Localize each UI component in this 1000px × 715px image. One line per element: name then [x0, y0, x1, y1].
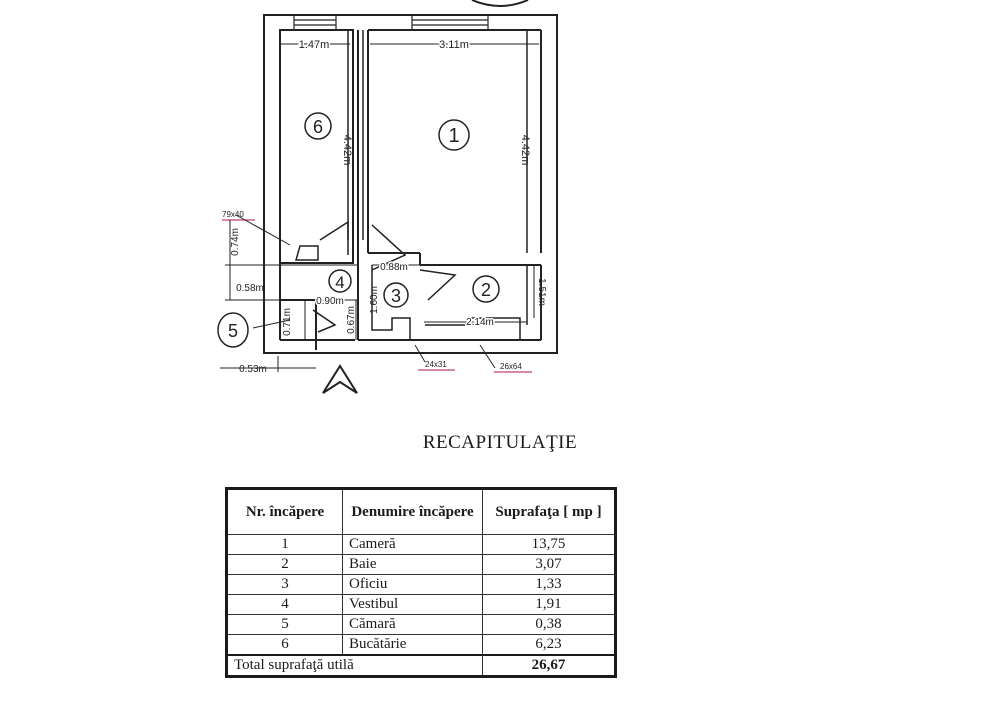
row-area: 13,75 [482, 534, 616, 555]
windows [293, 14, 489, 31]
table-row: 3 Oficiu 1,33 [226, 574, 616, 595]
dim-room-width: 3.11m [439, 39, 469, 51]
table-row: 4 Vestibul 1,91 [226, 594, 616, 615]
doors [295, 220, 457, 333]
north-arrow [322, 364, 358, 394]
room-number-1: 1 [448, 125, 459, 147]
room-number-2: 2 [481, 280, 491, 300]
room-number-4: 4 [335, 273, 344, 292]
dim-090: 0.90m [316, 296, 344, 307]
dimension-lines [220, 43, 539, 372]
dim-053: 0.53m [239, 364, 267, 375]
window-marks [222, 219, 532, 373]
header-nr: Nr. încăpere [226, 488, 343, 535]
dim-074: 0.74m [230, 228, 241, 256]
row-nr: 4 [226, 594, 343, 615]
row-name: Oficiu [342, 574, 483, 595]
table-row: 2 Baie 3,07 [226, 554, 616, 575]
dim-kitchen-length: 4.42m [341, 135, 353, 166]
summary-title: RECAPITULAŢIE [422, 432, 578, 453]
dim-071: 0.71m [282, 308, 293, 336]
window-79x40: 79x40 [222, 210, 244, 219]
room-number-3: 3 [391, 286, 401, 306]
window-26x64: 26x64 [500, 362, 522, 371]
row-name: Baie [342, 554, 483, 575]
table-header-row: Nr. încăpere Denumire încăpere Suprafaţa… [226, 488, 616, 535]
dim-214: 2.14m [466, 317, 494, 328]
table-row: 1 Cameră 13,75 [226, 534, 616, 555]
total-row: Total suprafaţă utilă 26,67 [226, 654, 616, 677]
row-area: 1,33 [482, 574, 616, 595]
row-name: Cămară [342, 614, 483, 635]
table-row: 5 Cămară 0,38 [226, 614, 616, 635]
row-nr: 1 [226, 534, 343, 555]
row-area: 3,07 [482, 554, 616, 575]
row-area: 1,91 [482, 594, 616, 615]
row-nr: 6 [226, 634, 343, 656]
row-area: 0,38 [482, 614, 616, 635]
dim-067: 0.67m [346, 306, 357, 334]
dim-058: 0.58m [236, 283, 264, 294]
room-number-6: 6 [313, 117, 323, 137]
row-name: Vestibul [342, 594, 483, 615]
room-circles [217, 112, 500, 348]
row-name: Bucătărie [342, 634, 483, 656]
total-label: Total suprafaţă utilă [226, 654, 483, 677]
floor-plan: 1 2 3 4 5 6 1.47m 3.11m 4.42m 4.42m 0.74… [217, 0, 558, 394]
dim-160: 1.60m [369, 286, 380, 314]
row-nr: 5 [226, 614, 343, 635]
dim-room-length: 4.42m [519, 135, 531, 166]
row-nr: 2 [226, 554, 343, 575]
row-name: Cameră [342, 534, 483, 555]
header-area: Suprafaţa [ mp ] [482, 488, 616, 535]
dim-kitchen-width: 1.47m [299, 39, 330, 51]
room-number-5: 5 [228, 321, 238, 341]
window-24x31: 24x31 [425, 360, 447, 369]
walls [263, 14, 558, 354]
total-value: 26,67 [482, 654, 616, 677]
header-name: Denumire încăpere [342, 488, 483, 535]
inner-walls [347, 30, 528, 340]
summary-table: Nr. încăpere Denumire încăpere Suprafaţa… [225, 487, 617, 678]
row-area: 6,23 [482, 634, 616, 656]
table-row: 6 Bucătărie 6,23 [226, 634, 616, 656]
top-arc [471, 0, 529, 7]
dim-088: 0.88m [380, 262, 408, 273]
row-nr: 3 [226, 574, 343, 595]
dim-151: 1.51m [536, 278, 547, 306]
